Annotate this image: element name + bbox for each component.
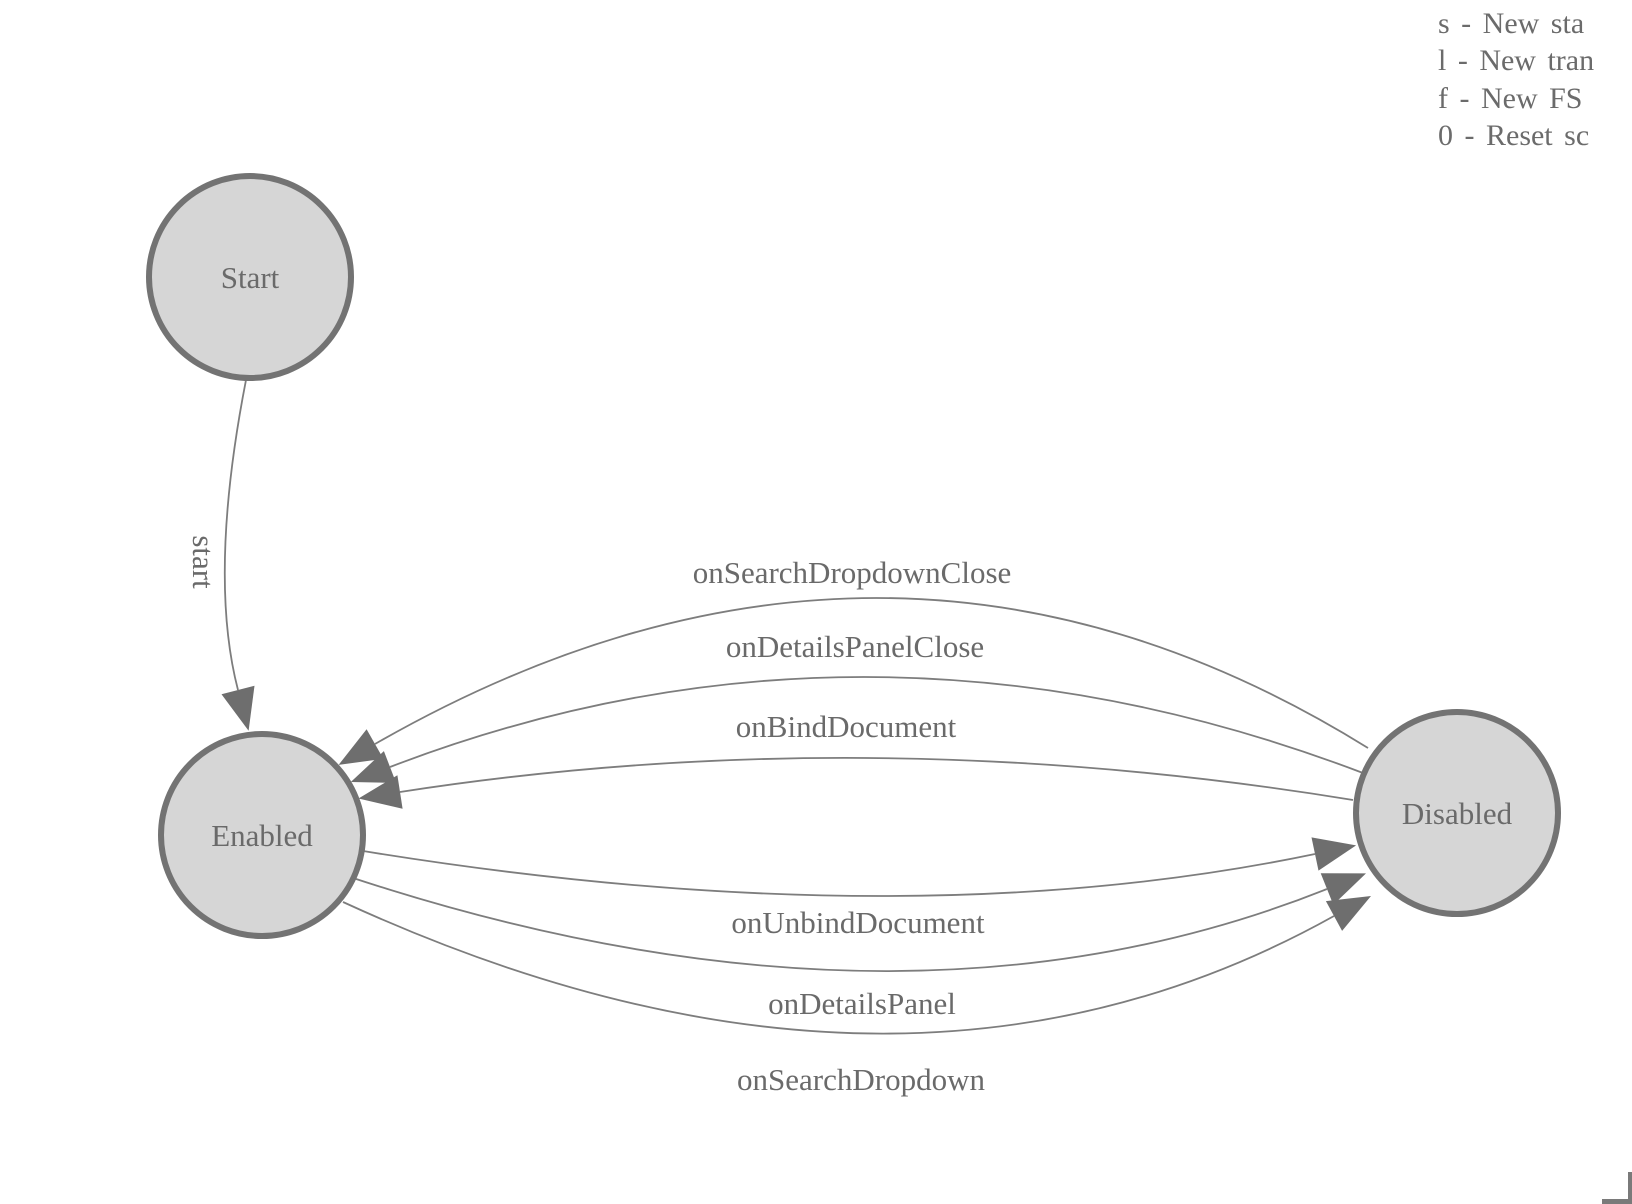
- edge-on-details-panel[interactable]: [349, 876, 1328, 972]
- edge-on-details-panel-arrowhead-icon: [1320, 873, 1366, 905]
- state-label-start: Start: [221, 260, 280, 295]
- edge-on-bind-document-arrowhead-icon: [358, 775, 403, 809]
- state-label-enabled: Enabled: [211, 818, 313, 853]
- edge-start-arrowhead-icon: [221, 685, 255, 731]
- edge-label-on-search-dropdown: onSearchDropdown: [737, 1062, 985, 1097]
- edges-layer: start onSearchDropdownClose onDetailsPan…: [186, 379, 1371, 1097]
- state-circle-start[interactable]: [146, 173, 354, 381]
- state-circle-disabled[interactable]: [1353, 709, 1561, 917]
- edge-label-on-details-panel: onDetailsPanel: [768, 986, 956, 1021]
- edge-start[interactable]: [223, 379, 247, 691]
- shortcuts-legend: s - New sta l - New tran f - New FS 0 - …: [1438, 7, 1594, 152]
- state-node-disabled[interactable]: Disabled: [1353, 709, 1561, 917]
- edge-on-search-dropdown-arrowhead-icon: [1325, 896, 1371, 931]
- edge-label-on-bind-document: onBindDocument: [736, 709, 957, 744]
- edge-on-unbind-document[interactable]: [356, 849, 1316, 897]
- edge-on-details-panel-close-arrowhead-icon: [350, 751, 397, 783]
- edge-on-search-dropdown[interactable]: [342, 901, 1335, 1035]
- edge-label-on-details-panel-close: onDetailsPanelClose: [726, 629, 984, 664]
- edge-on-unbind-document-arrowhead-icon: [1311, 837, 1357, 871]
- edge-on-bind-document[interactable]: [399, 756, 1354, 801]
- corner-frame-horizontal-bar: [1602, 1199, 1632, 1204]
- viewport-corner-frame: [1602, 1172, 1632, 1204]
- legend-line-new-state: s - New sta: [1438, 7, 1584, 40]
- edge-on-search-dropdown-close-arrowhead-icon: [338, 729, 384, 765]
- edge-on-search-dropdown-close[interactable]: [374, 597, 1369, 749]
- legend-line-new-fsm: f - New FS: [1438, 82, 1583, 115]
- legend-line-reset: 0 - Reset sc: [1438, 119, 1589, 152]
- state-circle-enabled[interactable]: [158, 731, 366, 939]
- edge-label-start: start: [186, 535, 221, 589]
- edge-on-details-panel-close[interactable]: [389, 676, 1364, 774]
- corner-frame-vertical-bar: [1628, 1172, 1632, 1204]
- nodes-layer: Start Enabled Disabled: [146, 173, 1561, 939]
- state-label-disabled: Disabled: [1402, 796, 1513, 831]
- state-node-enabled[interactable]: Enabled: [158, 731, 366, 939]
- legend-line-new-transition: l - New tran: [1438, 44, 1594, 77]
- edge-label-on-search-dropdown-close: onSearchDropdownClose: [693, 555, 1012, 590]
- edge-label-on-unbind-document: onUnbindDocument: [731, 905, 985, 940]
- state-node-start[interactable]: Start: [146, 173, 354, 381]
